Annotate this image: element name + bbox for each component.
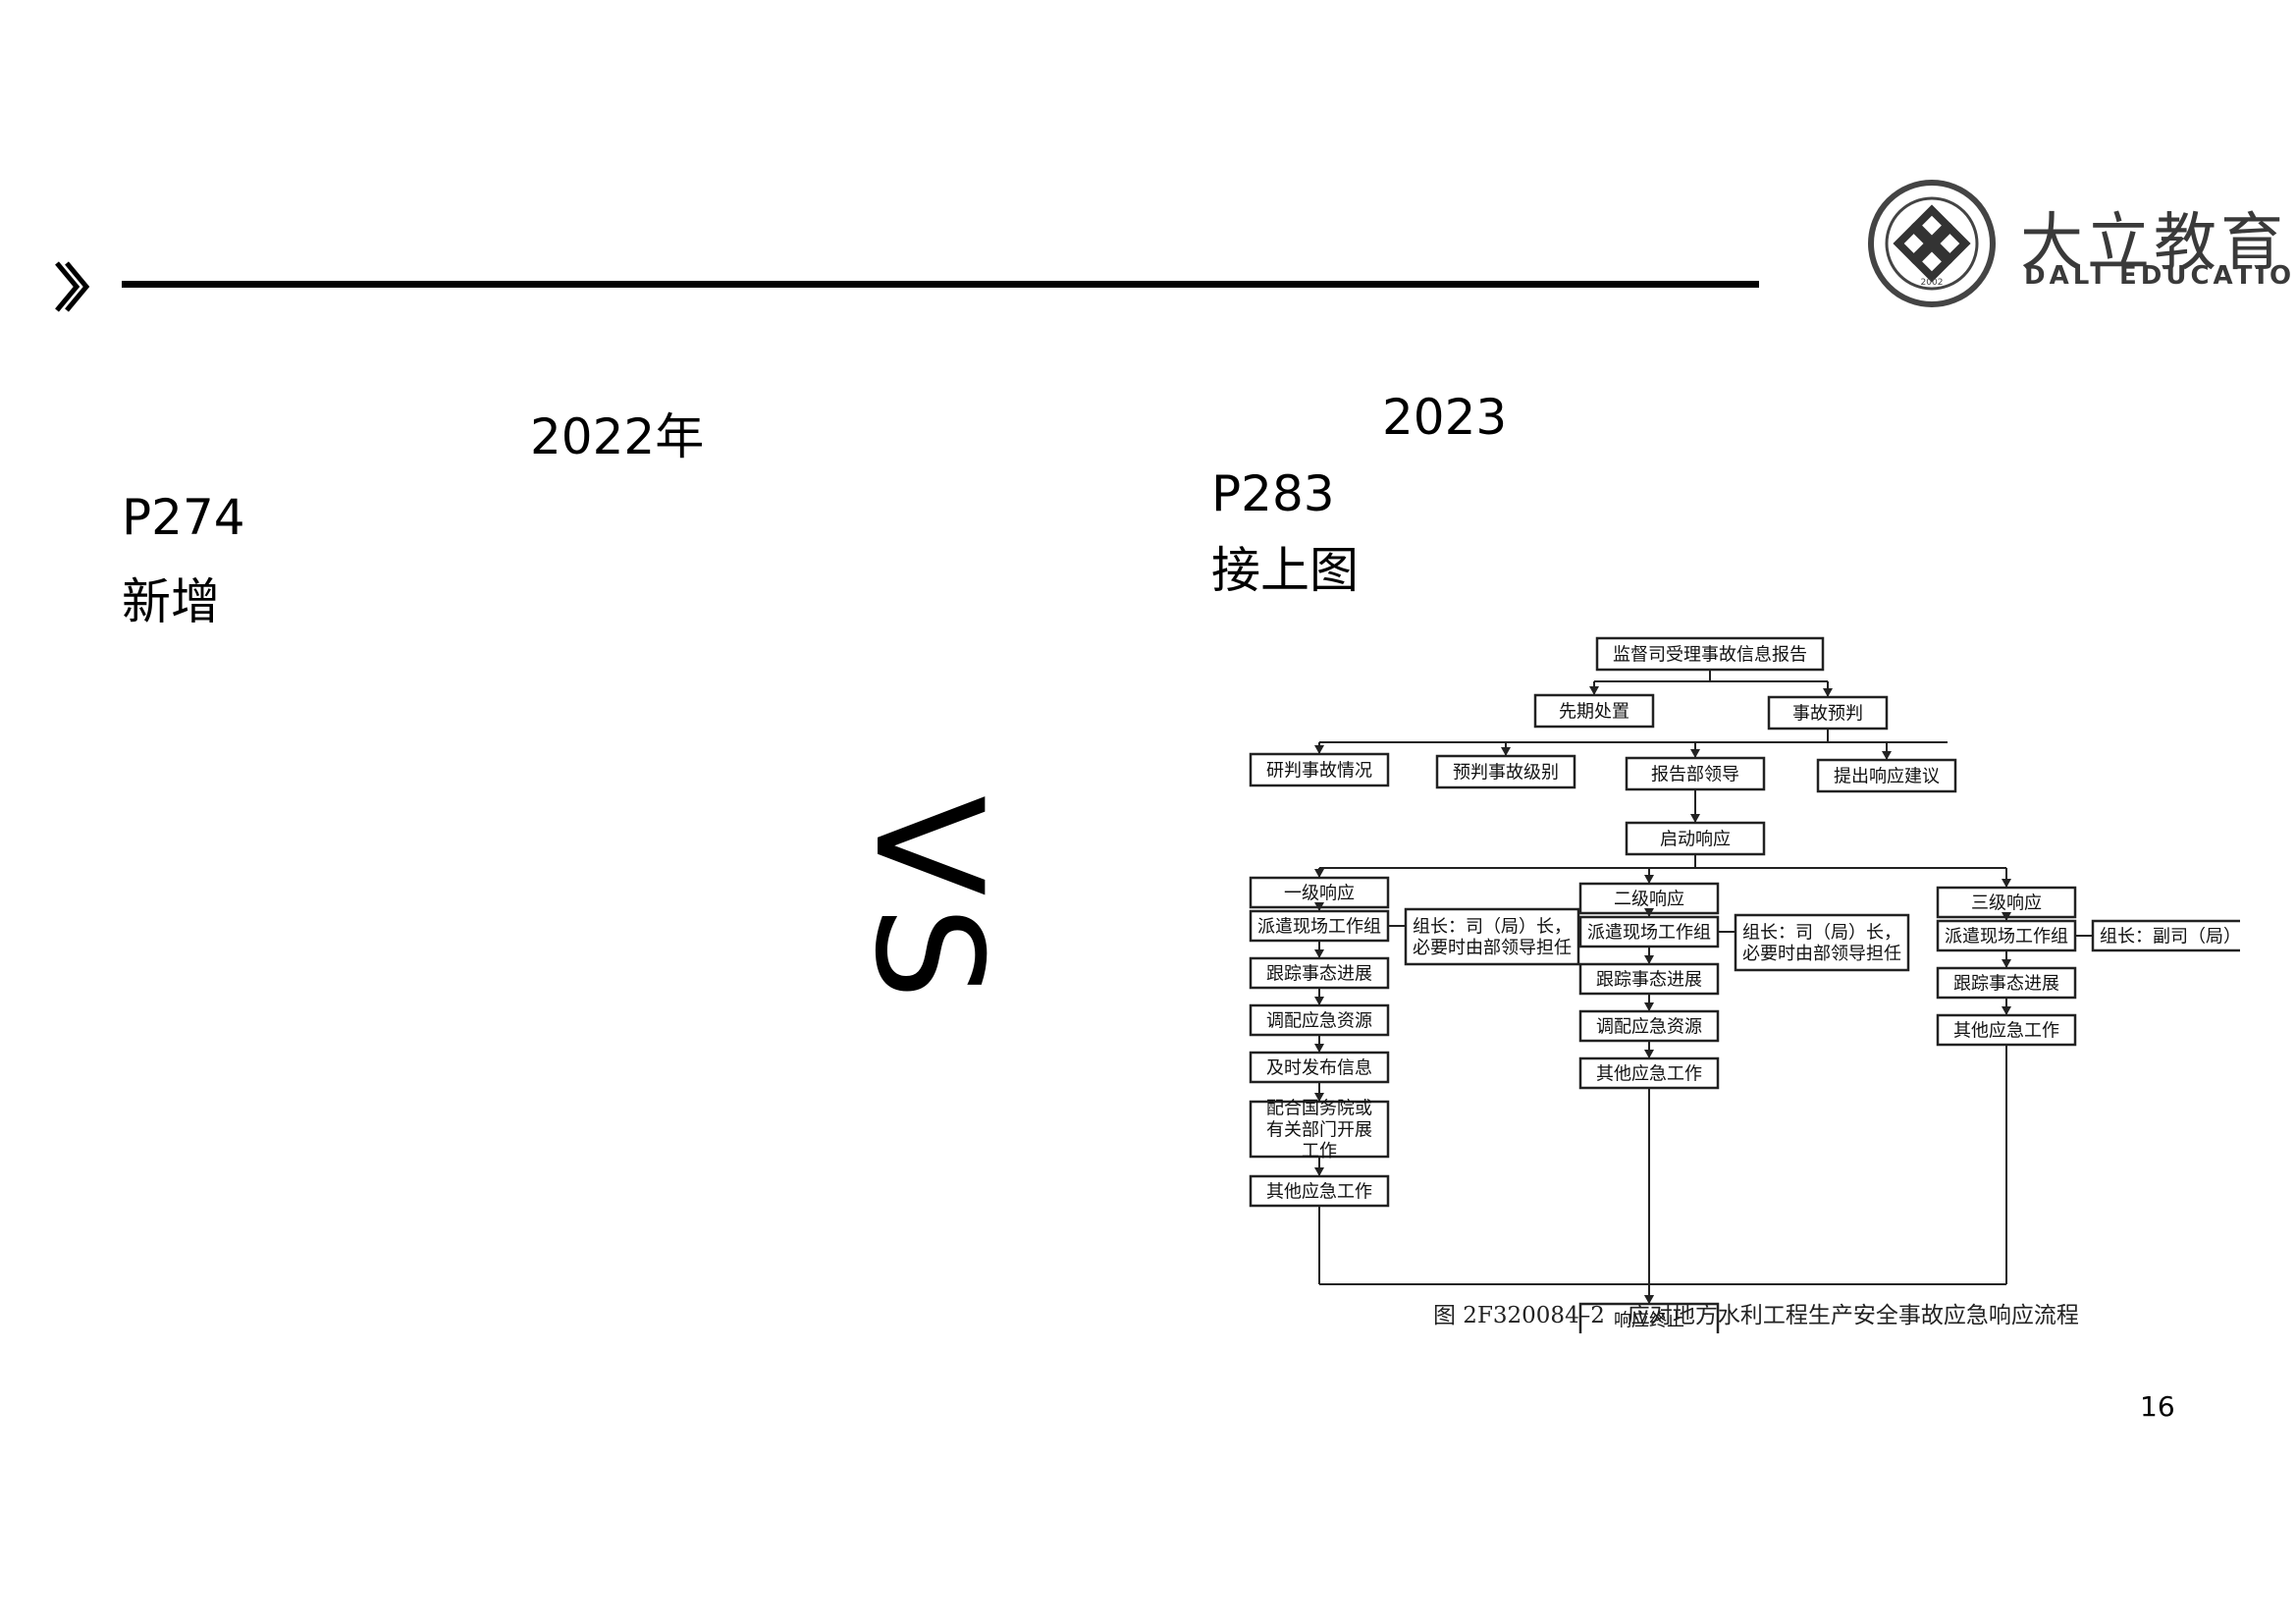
level1-box-0-label: 先期处置: [1559, 701, 1629, 722]
branch-0-step-1: [1249, 956, 1390, 990]
arrow-head: [1644, 1295, 1654, 1304]
arrow-head: [1644, 908, 1654, 917]
level2-box-3-label: 提出响应建议: [1834, 766, 1940, 786]
level1-box-1: [1767, 695, 1889, 731]
arrow-head: [1314, 745, 1324, 754]
level2-box-3: [1816, 758, 1957, 793]
arrow-head: [2002, 1006, 2011, 1015]
arrow-head: [1882, 751, 1892, 760]
header-divider: [122, 281, 1759, 288]
dali-education-logo: 2002: [1868, 180, 1996, 307]
arrow-head: [1314, 1044, 1324, 1053]
level2-box-2: [1625, 756, 1766, 791]
right-page: P283: [1211, 465, 1335, 522]
branch-0-step-0-label: 派遣现场工作组: [1257, 916, 1381, 937]
branch-0-step-4-label: 有关部门开展: [1266, 1119, 1372, 1140]
root-box: [1595, 636, 1825, 672]
arrow-head: [1314, 949, 1324, 958]
branch-0-leader-label: 必要时由部领导担任: [1413, 938, 1572, 958]
arrow-head: [1314, 869, 1324, 878]
right-year: 2023: [1382, 389, 1508, 446]
arrow-head: [1690, 749, 1700, 758]
branch-2-step-2: [1936, 1013, 2077, 1047]
branch-0-step-4-label: 配合国务院或: [1266, 1099, 1372, 1119]
branch-title-0-label: 一级响应: [1284, 883, 1355, 903]
arrow-head: [1644, 875, 1654, 884]
right-note: 接上图: [1211, 542, 1359, 599]
branch-0-step-4-label: 工作: [1302, 1141, 1337, 1162]
left-page: P274: [122, 489, 245, 546]
arrow-head: [1314, 997, 1324, 1005]
level2-box-0-label: 研判事故情况: [1266, 760, 1372, 781]
branch-1-leader: [1734, 913, 1910, 972]
arrow-head: [1501, 747, 1511, 756]
branch-1-step-2-label: 调配应急资源: [1596, 1016, 1702, 1037]
branch-0-step-4: [1249, 1100, 1390, 1159]
branch-0-step-5: [1249, 1174, 1390, 1208]
branch-2-step-1-label: 跟踪事态进展: [1953, 973, 2059, 994]
logo-year: 2002: [1921, 278, 1944, 288]
arrow-head: [1644, 1050, 1654, 1058]
branch-2-leader: [2091, 919, 2240, 952]
branch-0-step-2-label: 调配应急资源: [1266, 1010, 1372, 1031]
root-box-label: 监督司受理事故信息报告: [1613, 644, 1807, 665]
branch-0-leader-label: 组长：司（局）长，: [1413, 917, 1572, 938]
arrow-head: [2002, 912, 2011, 921]
branch-1-leader-label: 必要时由部领导担任: [1742, 944, 1901, 964]
branch-0-leader: [1404, 907, 1580, 966]
level2-box-1: [1435, 754, 1576, 789]
arrow-head: [1644, 955, 1654, 964]
level2-box-1-label: 预判事故级别: [1453, 762, 1559, 783]
branch-2-step-1: [1936, 966, 2077, 1000]
start-box: [1625, 821, 1766, 856]
left-note: 新增: [122, 573, 220, 630]
start-box-label: 启动响应: [1660, 829, 1731, 849]
arrow-head: [1314, 1167, 1324, 1176]
branch-1-step-3-label: 其他应急工作: [1596, 1063, 1702, 1084]
arrow-head: [2002, 879, 2011, 888]
page-number: 16: [2140, 1390, 2175, 1423]
branch-1-step-0-label: 派遣现场工作组: [1587, 922, 1711, 943]
arrow-head: [2002, 959, 2011, 968]
level2-box-0: [1249, 752, 1390, 787]
branch-2-leader-label: 组长：副司（局）长: [2100, 926, 2240, 947]
branch-0-step-5-label: 其他应急工作: [1266, 1181, 1372, 1202]
vs-label: VS: [842, 795, 1013, 1009]
arrow-head: [1644, 1002, 1654, 1011]
branch-0-step-0: [1249, 909, 1390, 943]
branch-1-leader-label: 组长：司（局）长，: [1742, 923, 1901, 944]
logo-name-cn: 大立教育: [2020, 207, 2287, 280]
end-box-label: 响应终止: [1614, 1310, 1684, 1330]
flowchart-caption: 图 2F320084–2 应对地方水利工程生产安全事故应急响应流程: [1433, 1303, 2079, 1328]
level2-box-2-label: 报告部领导: [1651, 764, 1739, 785]
arrow-head: [1690, 814, 1700, 823]
logo-name-en: DALI EDUCATION: [2024, 261, 2296, 291]
branch-title-2-label: 三级响应: [1971, 893, 2042, 913]
branch-0-step-3-label: 及时发布信息: [1266, 1057, 1372, 1078]
arrow-head: [1823, 688, 1833, 697]
level1-box-0: [1533, 693, 1655, 729]
arrow-head: [1589, 686, 1599, 695]
branch-2-step-0-label: 派遣现场工作组: [1945, 926, 2068, 947]
branch-1-step-1-label: 跟踪事态进展: [1596, 969, 1702, 990]
branch-0-step-1-label: 跟踪事态进展: [1266, 963, 1372, 984]
arrow-head: [1314, 1093, 1324, 1102]
branch-2-step-2-label: 其他应急工作: [1953, 1020, 2059, 1041]
branch-title-1-label: 二级响应: [1614, 889, 1684, 909]
branch-2-step-0: [1936, 919, 2077, 952]
left-year: 2022年: [530, 408, 705, 465]
arrow-head: [1314, 902, 1324, 911]
level1-box-1-label: 事故预判: [1792, 703, 1863, 724]
branch-0-step-3: [1249, 1051, 1390, 1084]
chevron-right-icon: [55, 261, 90, 312]
